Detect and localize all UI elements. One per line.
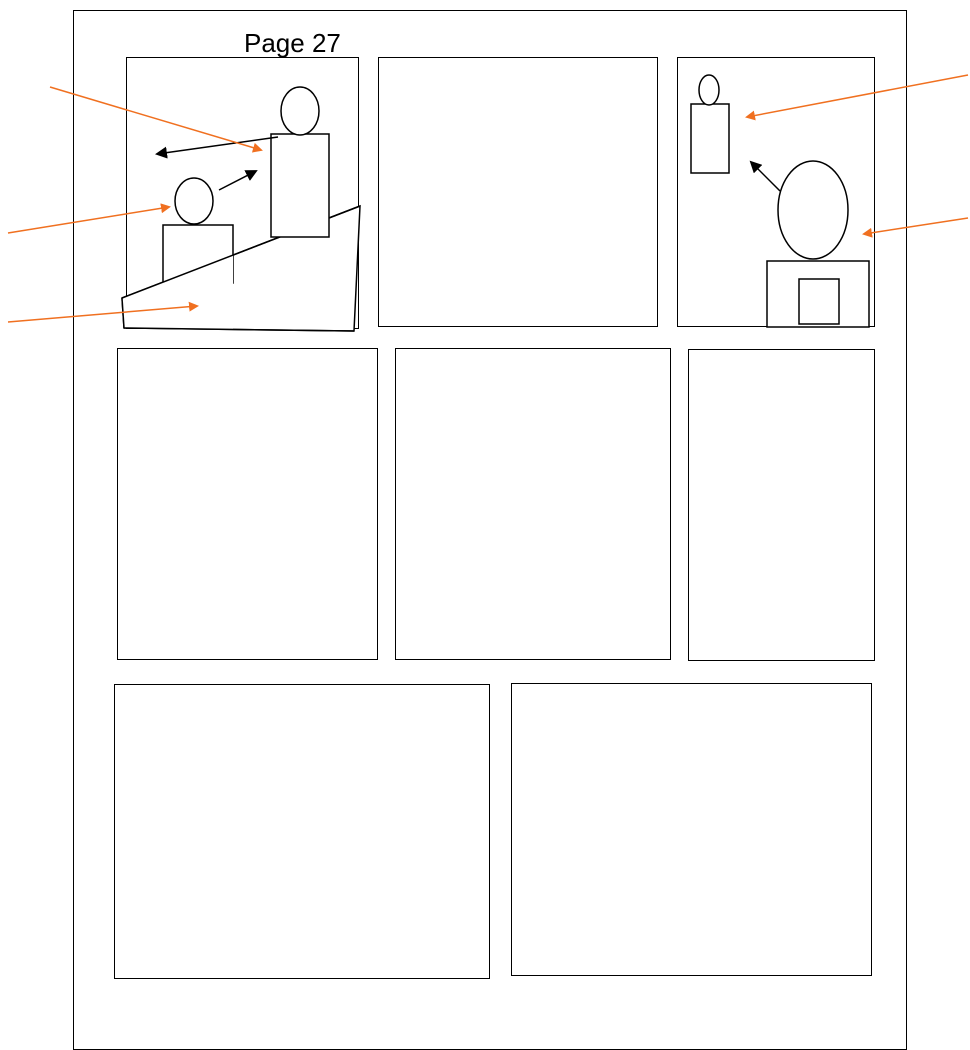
panel-3 xyxy=(677,57,875,327)
panel-7 xyxy=(114,684,490,979)
panel-4 xyxy=(117,348,378,660)
panel-2 xyxy=(378,57,658,327)
panel-8 xyxy=(511,683,872,976)
panel-1 xyxy=(126,57,359,329)
panel-5 xyxy=(395,348,671,660)
panel-6 xyxy=(688,349,875,661)
page-number-label: Page 27 xyxy=(244,28,341,58)
